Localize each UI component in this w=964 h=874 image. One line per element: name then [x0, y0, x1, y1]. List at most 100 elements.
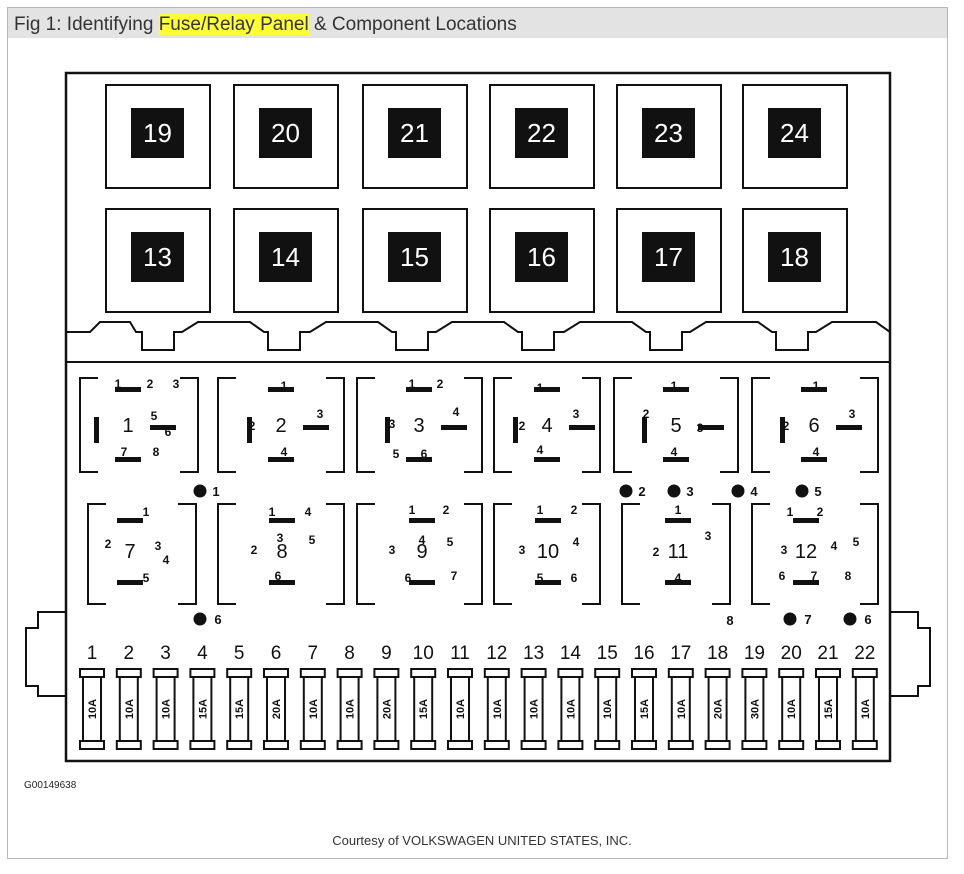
terminal-label: 4 — [675, 571, 682, 585]
terminal-label: 3 — [317, 407, 324, 421]
fuse-cap-top — [299, 668, 326, 678]
terminal-label: 4 — [453, 405, 460, 419]
fuse-cap-top — [741, 668, 768, 678]
socket-bracket-right — [712, 503, 731, 605]
fuse-rating: 10A — [345, 699, 357, 719]
terminal-pin — [665, 518, 691, 523]
upper-relay-19-24-block — [642, 108, 695, 158]
fuse-rating: 10A — [124, 699, 136, 719]
fuse-rating: 15A — [639, 699, 651, 719]
fuse-cap-top — [336, 668, 363, 678]
terminal-label: 1 — [281, 379, 288, 393]
terminal-label: 1 — [143, 505, 150, 519]
terminal-pin — [117, 580, 143, 585]
terminal-label: 1 — [671, 379, 678, 393]
fuse-cap-bottom — [594, 740, 621, 750]
fuse-number: 1 — [87, 643, 98, 664]
fuse-cap-top — [704, 668, 731, 678]
connector-dot-label: 7 — [804, 612, 811, 627]
upper-relay-13-18-block — [131, 232, 184, 282]
socket-bracket-left — [493, 377, 512, 473]
terminal-label: 6 — [275, 569, 282, 583]
terminal-pin — [117, 518, 143, 523]
upper-relay-19-24-label: 23 — [654, 118, 683, 148]
fuse-cap-top — [594, 668, 621, 678]
upper-relay-19-24-label: 24 — [780, 118, 809, 148]
fuse-number: 13 — [523, 643, 544, 664]
terminal-pin — [406, 387, 432, 392]
terminal-label: 1 — [537, 503, 544, 517]
terminal-label: 1 — [675, 503, 682, 517]
terminal-label: 3 — [573, 407, 580, 421]
terminal-label: 6 — [571, 571, 578, 585]
terminal-pin — [569, 425, 595, 430]
connector-dot-label: 6 — [214, 612, 221, 627]
fuse-number: 21 — [817, 643, 838, 664]
terminal-label: 5 — [447, 535, 454, 549]
fuse-cap-top — [373, 668, 400, 678]
fuse-cap-top — [815, 668, 841, 678]
socket-bracket-right — [464, 377, 483, 473]
relay-socket-id: 3 — [413, 415, 424, 437]
terminal-label: 4 — [305, 505, 312, 519]
upper-relay-19-24-block — [388, 108, 441, 158]
fuse-cap-bottom — [226, 740, 253, 750]
relay-socket-id: 11 — [668, 541, 689, 563]
terminal-pin — [698, 425, 724, 430]
upper-relay-19-24-block — [259, 108, 312, 158]
fuse-cap-bottom — [152, 740, 179, 750]
connector-dot — [619, 484, 633, 498]
upper-relay-13-18-label: 15 — [400, 242, 429, 272]
upper-relay-13-18-label: 18 — [780, 242, 809, 272]
fuse-number: 22 — [854, 643, 875, 664]
fuse-cap-bottom — [520, 740, 547, 750]
terminal-pin — [115, 457, 141, 462]
terminal-label: 5 — [309, 533, 316, 547]
relay-socket-id: 2 — [275, 415, 286, 437]
terminal-pin — [269, 518, 295, 523]
terminal-label: 7 — [451, 569, 458, 583]
upper-relay-19-24-label: 21 — [400, 118, 429, 148]
fuse-number: 2 — [124, 643, 135, 664]
terminal-label: 2 — [147, 377, 154, 391]
fuse-number: 9 — [381, 643, 392, 664]
connector-dot-label: 2 — [638, 484, 645, 499]
terminal-pin — [409, 580, 435, 585]
relay-socket-id: 5 — [670, 415, 681, 437]
fuse-number: 7 — [308, 643, 319, 664]
connector-dot-label: 6 — [864, 612, 871, 627]
fuse-cap-bottom — [79, 740, 105, 750]
fuse-rating: 10A — [676, 699, 688, 719]
upper-relay-19-24-label: 20 — [271, 118, 300, 148]
socket-bracket-right — [860, 377, 879, 473]
terminal-label: 5 — [537, 571, 544, 585]
fuse-number: 14 — [560, 643, 582, 664]
terminal-pin — [793, 580, 819, 585]
relay-socket-id: 12 — [795, 541, 817, 563]
terminal-pin — [115, 387, 141, 392]
terminal-pin — [513, 417, 518, 443]
terminal-label: 2 — [251, 543, 258, 557]
terminal-label: 4 — [537, 443, 544, 457]
upper-relay-13-18-label: 17 — [654, 242, 683, 272]
socket-bracket-right — [582, 503, 601, 605]
terminal-pin — [801, 387, 827, 392]
fuse-rating: 15A — [823, 699, 835, 719]
terminal-pin — [150, 425, 176, 430]
terminal-label: 3 — [277, 531, 284, 545]
terminal-pin — [665, 580, 691, 585]
fuse-rating: 20A — [271, 699, 283, 719]
fuse-number: 17 — [670, 643, 691, 664]
socket-bracket-right — [464, 503, 483, 605]
fuse-cap-top — [520, 668, 547, 678]
connector-dot — [731, 484, 745, 498]
socket-bracket-left — [356, 377, 375, 473]
fuse-number: 3 — [160, 643, 171, 664]
socket-bracket-left — [493, 503, 512, 605]
fuse-cap-top — [226, 668, 253, 678]
fuse-rating: 10A — [786, 699, 798, 719]
terminal-label: 2 — [443, 503, 450, 517]
fuse-cap-bottom — [447, 740, 473, 750]
socket-bracket-right — [326, 503, 345, 605]
